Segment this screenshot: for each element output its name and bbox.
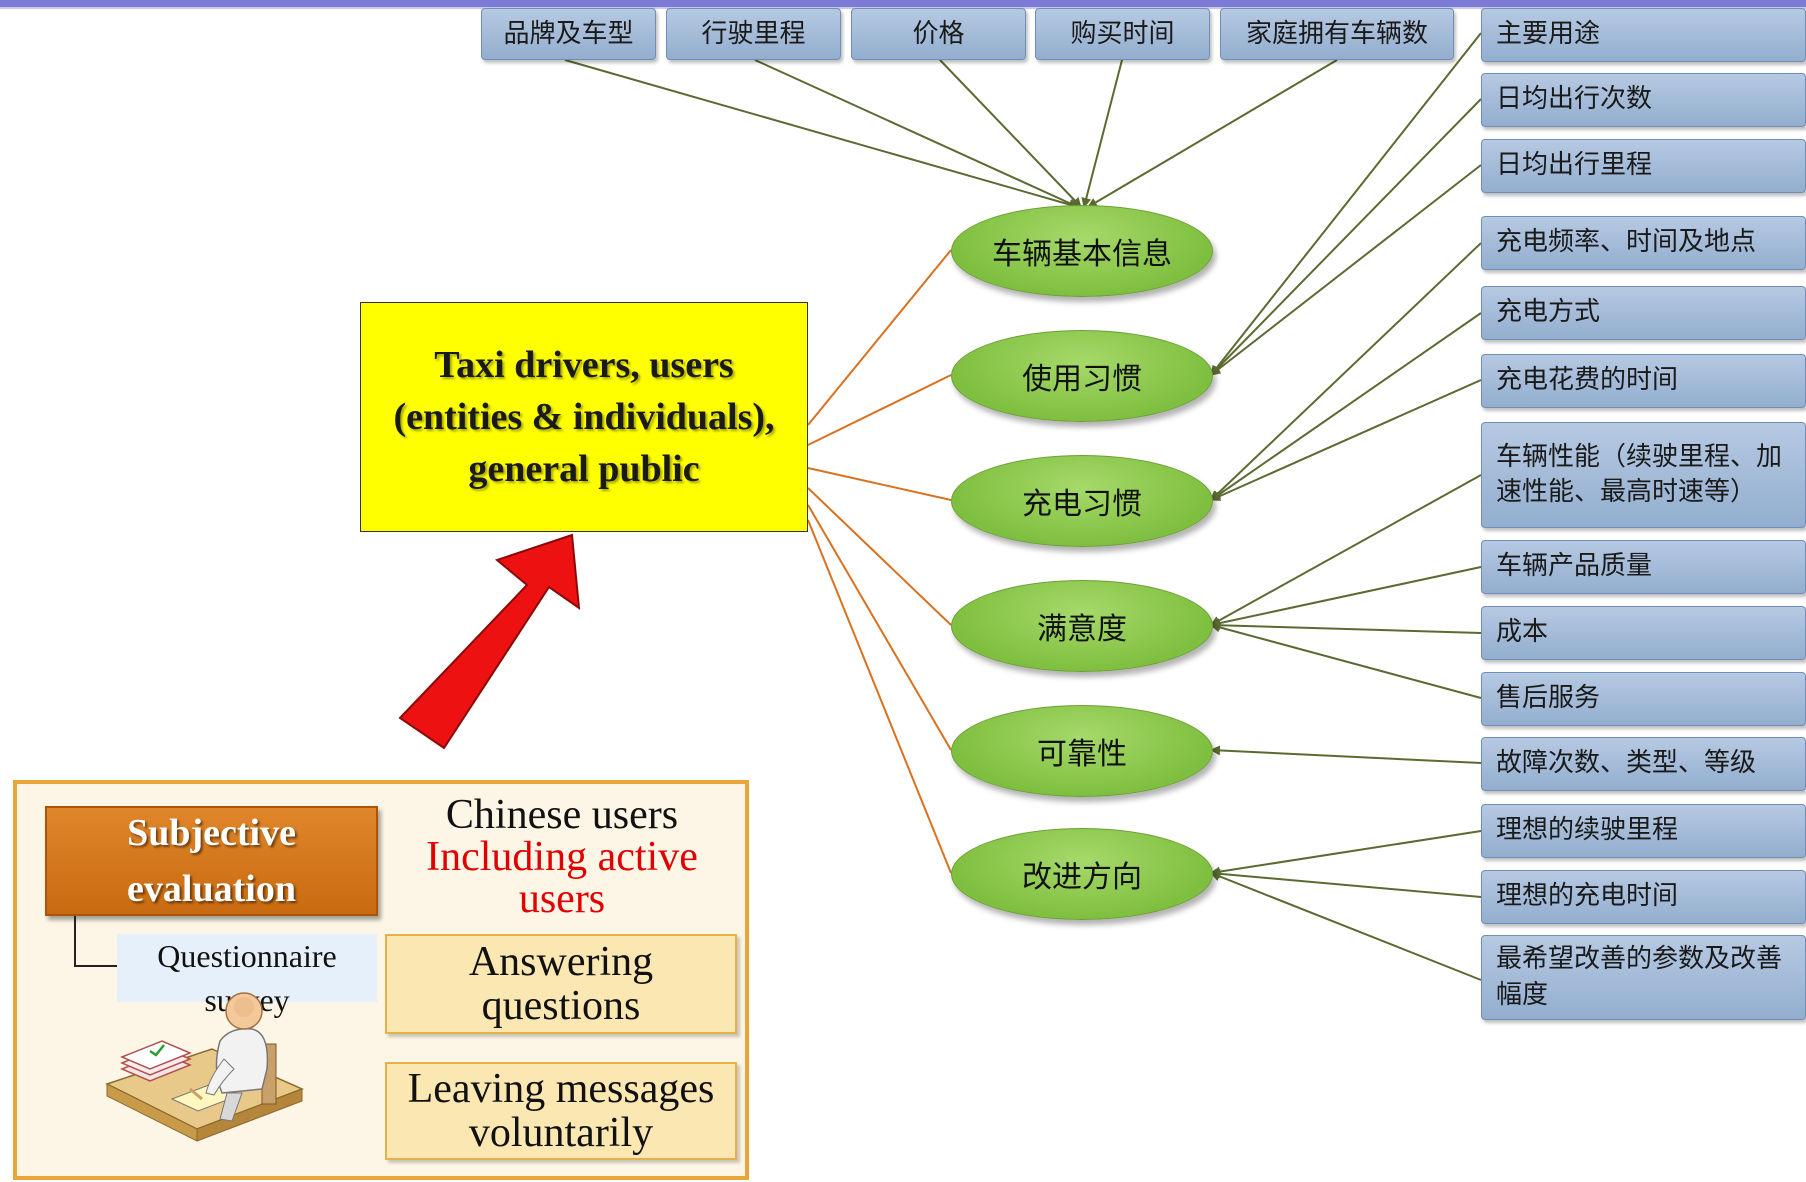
arrow-range-improvement xyxy=(1210,830,1482,877)
attribute-charging-mode: 充电方式 xyxy=(1481,286,1806,340)
attribute-main-purpose: 主要用途 xyxy=(1481,8,1806,62)
arrow-freq-charging xyxy=(1210,242,1482,501)
arrow-price-basic xyxy=(939,59,1082,208)
leaving-messages-box: Leaving messages voluntarily xyxy=(385,1062,737,1160)
arrow-trips-usage xyxy=(1210,98,1482,376)
category-improvement: 改进方向 xyxy=(951,828,1213,920)
category-basic-info: 车辆基本信息 xyxy=(951,205,1213,297)
link-target-reliability xyxy=(807,504,952,751)
link-target-basic-info xyxy=(807,249,952,426)
subjective-evaluation-label: Subjective evaluation xyxy=(127,812,296,910)
attribute-after-sales: 售后服务 xyxy=(1481,672,1806,726)
attribute-daily-trips: 日均出行次数 xyxy=(1481,73,1806,127)
arrow-distance-usage xyxy=(1210,164,1482,376)
attribute-mileage: 行驶里程 xyxy=(666,8,841,60)
category-satisfaction: 满意度 xyxy=(951,580,1213,672)
subjective-evaluation-box: Subjective evaluation xyxy=(45,806,378,916)
arrow-mode-charging xyxy=(1210,312,1482,501)
attribute-charging-duration: 充电花费的时间 xyxy=(1481,354,1806,408)
arrow-service-satisfaction xyxy=(1210,622,1482,699)
attribute-product-quality: 车辆产品质量 xyxy=(1481,540,1806,594)
attribute-ideal-range: 理想的续驶里程 xyxy=(1481,804,1806,858)
target-population-text: Taxi drivers, users (entities & individu… xyxy=(393,344,775,490)
big-red-arrow xyxy=(398,533,581,750)
answering-questions-box: Answering questions xyxy=(385,934,737,1034)
survey-method-panel: Subjective evaluation Questionnaire surv… xyxy=(13,780,749,1180)
arrow-cost-satisfaction xyxy=(1210,620,1482,634)
attribute-purchase-time: 购买时间 xyxy=(1035,8,1210,60)
attribute-faults: 故障次数、类型、等级 xyxy=(1481,737,1806,791)
category-reliability: 可靠性 xyxy=(951,705,1213,797)
questionnaire-survey-label: Questionnaire survey xyxy=(117,934,377,1018)
attribute-brand-model: 品牌及车型 xyxy=(481,8,656,60)
arrow-faults-reliability xyxy=(1210,745,1482,764)
link-target-charging xyxy=(807,467,952,501)
attribute-vehicle-performance: 车辆性能（续驶里程、加速性能、最高时速等） xyxy=(1481,422,1806,528)
category-charging-habits: 充电习惯 xyxy=(951,455,1213,547)
target-population-box: Taxi drivers, users (entities & individu… xyxy=(360,302,808,532)
arrow-params-improvement xyxy=(1210,871,1482,981)
leaving-messages-text: Leaving messages voluntarily xyxy=(407,1066,715,1156)
arrow-time-charging xyxy=(1210,379,1482,501)
users-description: Chinese users Including active users xyxy=(387,794,737,920)
link-target-usage xyxy=(807,374,952,446)
attribute-charging-frequency: 充电频率、时间及地点 xyxy=(1481,216,1806,270)
attribute-price: 价格 xyxy=(851,8,1026,60)
category-usage-habits: 使用习惯 xyxy=(951,330,1213,422)
link-target-satisfaction xyxy=(807,487,952,626)
arrow-purchase-basic xyxy=(1081,59,1123,208)
arrow-mileage-basic xyxy=(754,59,1079,208)
top-accent-bar xyxy=(0,0,1806,7)
attribute-ideal-charge-time: 理想的充电时间 xyxy=(1481,870,1806,924)
arrow-quality-satisfaction xyxy=(1210,566,1482,628)
attribute-cost: 成本 xyxy=(1481,606,1806,660)
chinese-users-text: Chinese users xyxy=(445,792,679,838)
arrow-chargetime-improvement xyxy=(1210,868,1482,898)
attribute-household-vehicles: 家庭拥有车辆数 xyxy=(1220,8,1454,60)
answering-questions-text: Answering questions xyxy=(468,939,654,1029)
person-at-desk-icon xyxy=(105,992,304,1142)
link-target-improvement xyxy=(807,519,952,874)
arrow-performance-satisfaction xyxy=(1210,474,1482,626)
attribute-improve-params: 最希望改善的参数及改善幅度 xyxy=(1481,935,1806,1020)
attribute-daily-distance: 日均出行里程 xyxy=(1481,139,1806,193)
tree-connector xyxy=(74,916,131,967)
arrow-brand-basic xyxy=(564,59,1079,210)
arrow-household-basic xyxy=(1087,59,1338,208)
arrow-purpose-usage xyxy=(1210,32,1482,376)
including-active-users-text: Including active users xyxy=(426,834,698,922)
